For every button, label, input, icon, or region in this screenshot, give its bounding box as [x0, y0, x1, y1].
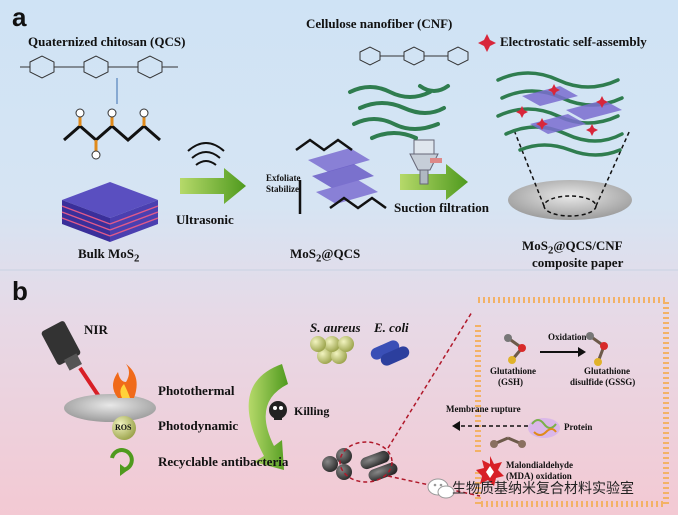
- mda-label-2: (MDA) oxidation: [506, 471, 572, 481]
- watermark-text: 生物质基纳米复合材料实验室: [452, 481, 634, 497]
- ultrasonic-waves: [187, 142, 225, 166]
- ultrasonic-arrow: [180, 168, 246, 204]
- electrostatic-star-icon: [478, 34, 496, 52]
- cell-membrane: [475, 297, 669, 507]
- killing-label: Killing: [294, 404, 330, 418]
- s-aureus-label: S. aureus: [310, 320, 361, 335]
- membrane-label: Membrane rupture: [446, 404, 521, 414]
- protein-label: Protein: [564, 422, 593, 432]
- gsh-label-1: Glutathione: [490, 366, 537, 376]
- skull-icon: [269, 401, 287, 420]
- dead-bacteria: [322, 441, 398, 483]
- photothermal-platform: [64, 394, 156, 422]
- bulk-mos2-label: Bulk MoS2: [78, 246, 140, 265]
- cnf-structure: [359, 46, 469, 66]
- ultrasonic-label: Ultrasonic: [176, 212, 234, 227]
- gsh-molecule: [504, 334, 526, 364]
- gssg-label-2: disulfide (GSSG): [570, 377, 636, 387]
- mda-label-1: Malondialdehyde: [506, 460, 574, 470]
- gssg-label-1: Glutathione: [584, 366, 631, 376]
- suction-arrow: [400, 164, 468, 200]
- suction-funnel: [409, 139, 442, 185]
- qcs-chain: [63, 108, 161, 160]
- panel-b-label: b: [12, 276, 28, 306]
- ros-label: ROS: [115, 423, 132, 432]
- recycle-icon: [110, 448, 134, 476]
- composite-label: MoS2@QCS/CNF: [522, 238, 623, 257]
- cnf-fibers: [348, 84, 450, 140]
- mda-star-icon: [476, 456, 504, 486]
- mos2-qcs-label: MoS2@QCS: [290, 246, 361, 265]
- recyclable-label: Recyclable antibacteria: [158, 454, 289, 469]
- ros-ball: [112, 416, 136, 440]
- gsh-label-2: (GSH): [498, 377, 524, 387]
- nir-laser: [41, 321, 102, 400]
- photodynamic-label: Photodynamic: [158, 418, 239, 433]
- wechat-icon: [427, 478, 455, 499]
- qcs-title: Quaternized chitosan (QCS): [28, 34, 186, 49]
- chitosan-structure: [20, 55, 178, 104]
- oxidation-label: Oxidation: [548, 332, 587, 342]
- s-aureus-cluster: [310, 336, 354, 364]
- bulk-mos2-crystal: [61, 182, 159, 242]
- suction-label: Suction filtration: [394, 200, 489, 215]
- mos2-qcs-sheets: [295, 138, 387, 214]
- killing-arrow: [248, 364, 288, 470]
- stabilize-label: Stabilize: [266, 184, 299, 194]
- e-coli-rods: [370, 340, 410, 366]
- cnf-title: Cellulose nanofiber (CNF): [306, 16, 453, 31]
- composite-line2: composite paper: [532, 255, 624, 270]
- mda-molecule: [490, 436, 526, 448]
- panel-a-label: a: [12, 2, 27, 32]
- exfoliate-label: Exfoliate: [266, 173, 301, 183]
- e-coli-label: E. coli: [374, 320, 409, 335]
- electrostatic-label: Electrostatic self-assembly: [500, 34, 647, 49]
- composite-paper: [496, 71, 632, 220]
- gssg-molecule: [586, 332, 608, 366]
- flame-icon: [113, 364, 137, 398]
- photothermal-label: Photothermal: [158, 383, 235, 398]
- protein-icon: [528, 418, 560, 438]
- nir-label: NIR: [84, 322, 108, 337]
